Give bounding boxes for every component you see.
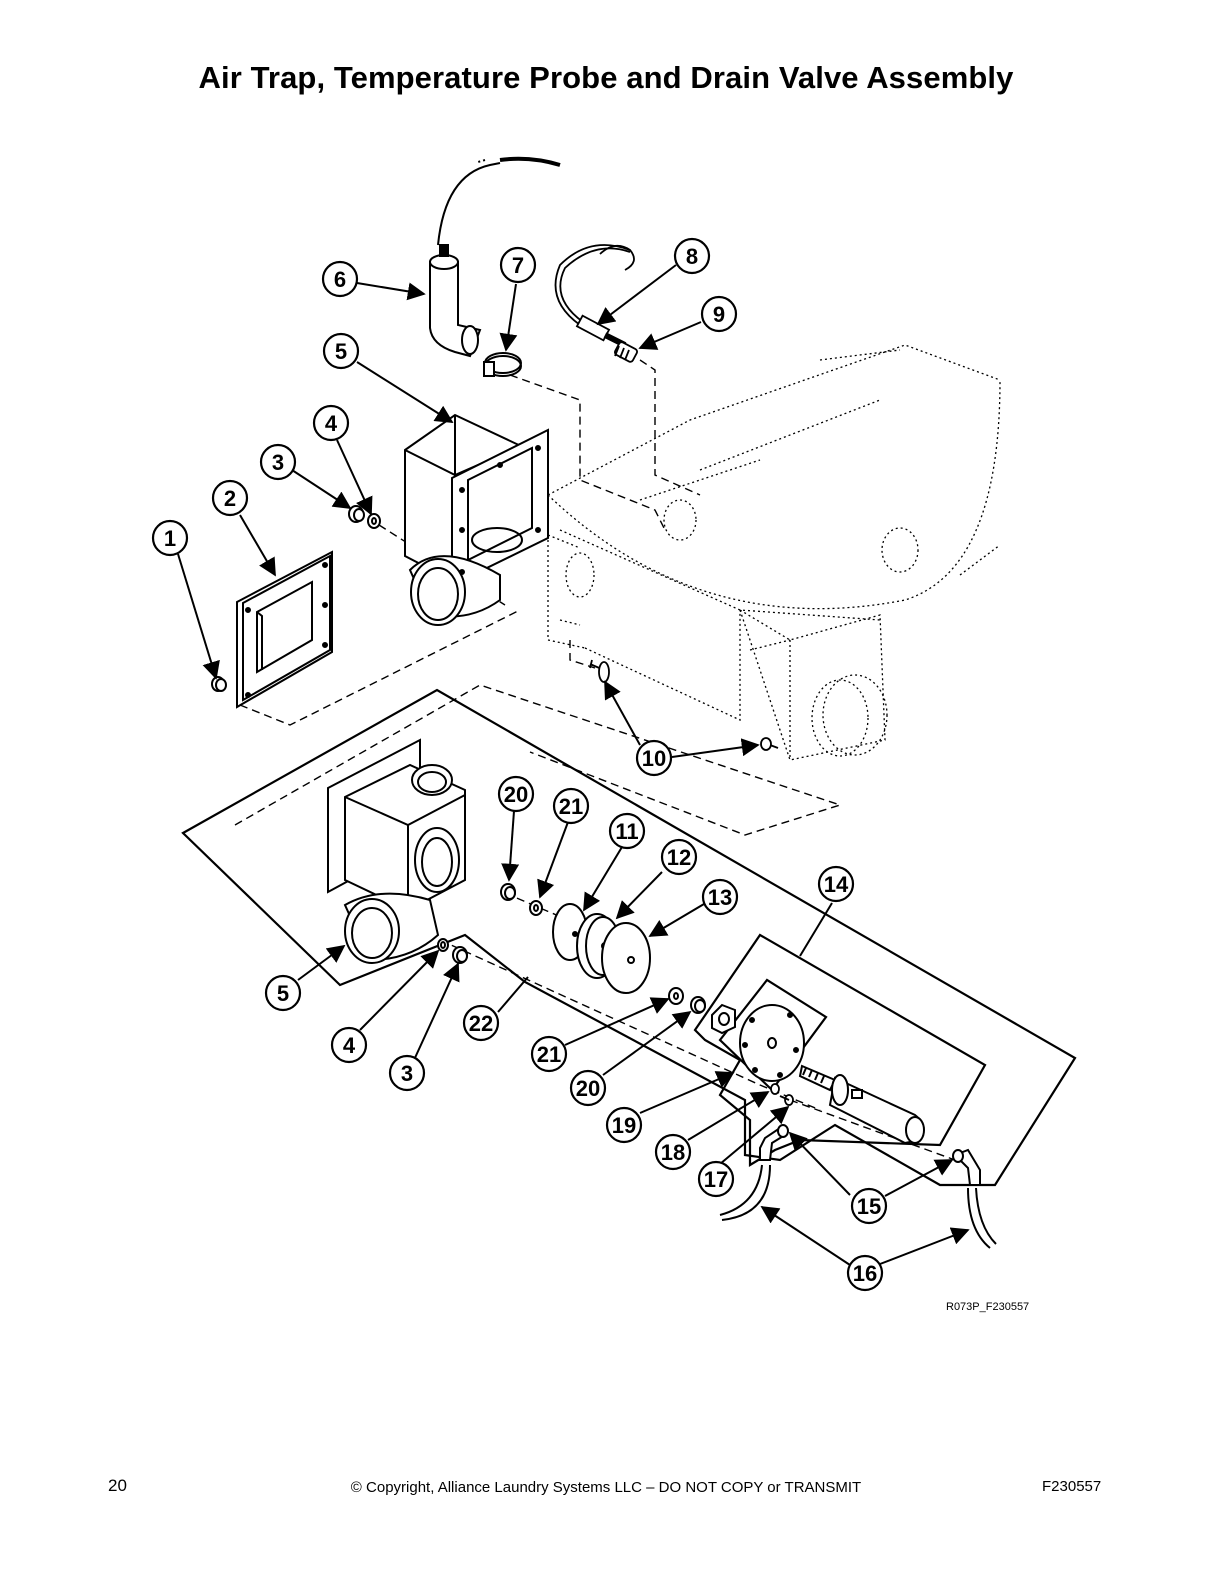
- air-trap-body-lower-part-5: [327, 738, 466, 964]
- callout-11: 11: [608, 812, 646, 850]
- callout-10: 10: [635, 739, 673, 777]
- svg-text:16: 16: [853, 1261, 877, 1286]
- callout-3-lower: 3: [388, 1054, 426, 1092]
- kit-outline-22: [181, 688, 1077, 1187]
- callout-7: 7: [499, 246, 537, 284]
- svg-text:19: 19: [612, 1113, 636, 1138]
- page-number: 20: [108, 1476, 127, 1495]
- svg-text:15: 15: [857, 1194, 881, 1219]
- callout-8: 8: [673, 237, 711, 275]
- elbow-fitting-part-15-a: [759, 1124, 789, 1161]
- svg-text:2: 2: [224, 486, 236, 511]
- svg-text:9: 9: [713, 302, 725, 327]
- washer-part-18: [770, 1083, 780, 1095]
- nut-part-20-a: [500, 883, 516, 901]
- svg-text:18: 18: [661, 1140, 685, 1165]
- callout-19: 19: [605, 1106, 643, 1144]
- callout-2: 2: [211, 479, 249, 517]
- svg-text:4: 4: [325, 411, 338, 436]
- callout-21-lower: 21: [530, 1035, 568, 1073]
- svg-text:8: 8: [686, 244, 698, 269]
- callout-3-upper: 3: [259, 443, 297, 481]
- svg-text:13: 13: [708, 885, 732, 910]
- probe-boot-part-6: [429, 156, 561, 358]
- elbow-fitting-part-15-b: [952, 1148, 981, 1186]
- callout-20-upper: 20: [497, 775, 535, 813]
- leader-lines: [177, 264, 970, 1266]
- callout-15: 15: [850, 1187, 888, 1225]
- svg-text:21: 21: [559, 794, 583, 819]
- svg-text:14: 14: [824, 872, 849, 897]
- callout-9: 9: [700, 295, 738, 333]
- fitting-part-9: [614, 341, 638, 363]
- svg-text:17: 17: [704, 1167, 728, 1192]
- svg-text:4: 4: [343, 1033, 356, 1058]
- svg-text:5: 5: [277, 981, 289, 1006]
- svg-text:10: 10: [642, 746, 666, 771]
- svg-text:22: 22: [469, 1011, 493, 1036]
- machine-phantom-outline: [547, 344, 1001, 761]
- kit-outline-14: [693, 933, 987, 1167]
- svg-text:3: 3: [272, 450, 284, 475]
- svg-text:11: 11: [615, 819, 638, 844]
- callout-20-lower: 20: [569, 1069, 607, 1107]
- svg-text:12: 12: [667, 845, 691, 870]
- washer-part-4-lower: [437, 938, 449, 952]
- callout-22: 22: [462, 1004, 500, 1042]
- callout-6: 6: [321, 260, 359, 298]
- callout-17: 17: [697, 1160, 735, 1198]
- screw-part-10-a: [589, 659, 610, 683]
- drain-valve-part-14: [711, 1003, 925, 1145]
- flange-plate-part-2: [236, 550, 333, 709]
- callout-4-upper: 4: [312, 404, 350, 442]
- hose-part-16-b: [967, 1187, 997, 1249]
- callout-13: 13: [701, 878, 739, 916]
- callout-5-lower: 5: [264, 974, 302, 1012]
- air-trap-body-upper-part-5: [404, 413, 549, 626]
- washer-part-21-a: [529, 900, 543, 916]
- nut-part-3-lower: [452, 946, 468, 964]
- hose-clamp-part-7: [483, 352, 522, 377]
- document-number: F230557: [1042, 1478, 1102, 1495]
- svg-text:5: 5: [335, 339, 347, 364]
- washer-part-4-upper: [367, 513, 381, 529]
- screw-part-17: [779, 1094, 794, 1106]
- callout-1: 1: [151, 519, 189, 557]
- callout-21-upper: 21: [552, 787, 590, 825]
- callout-14: 14: [817, 865, 855, 903]
- figure-reference: R073P_F230557: [946, 1301, 1030, 1313]
- svg-text:7: 7: [512, 253, 524, 278]
- sensor-part-8: [554, 244, 635, 348]
- screw-part-10-b: [760, 737, 779, 751]
- svg-text:3: 3: [401, 1061, 413, 1086]
- callout-4-lower: 4: [330, 1026, 368, 1064]
- svg-text:21: 21: [537, 1042, 561, 1067]
- callout-5-upper: 5: [322, 332, 360, 370]
- nut-part-20-b: [690, 996, 706, 1014]
- svg-text:20: 20: [504, 782, 528, 807]
- svg-text:1: 1: [164, 526, 176, 551]
- washer-part-21-b: [668, 987, 684, 1005]
- page-title: Air Trap, Temperature Probe and Drain Va…: [198, 60, 1014, 95]
- svg-text:20: 20: [576, 1076, 600, 1101]
- nut-part-1: [211, 676, 227, 692]
- hose-part-16-a: [719, 1164, 771, 1221]
- callout-12: 12: [660, 838, 698, 876]
- disc-part-13: [601, 922, 651, 994]
- callout-16: 16: [846, 1254, 884, 1292]
- copyright-notice: © Copyright, Alliance Laundry Systems LL…: [350, 1479, 862, 1496]
- callout-18: 18: [654, 1133, 692, 1171]
- svg-text:6: 6: [334, 267, 346, 292]
- nut-part-3-upper: [348, 505, 365, 523]
